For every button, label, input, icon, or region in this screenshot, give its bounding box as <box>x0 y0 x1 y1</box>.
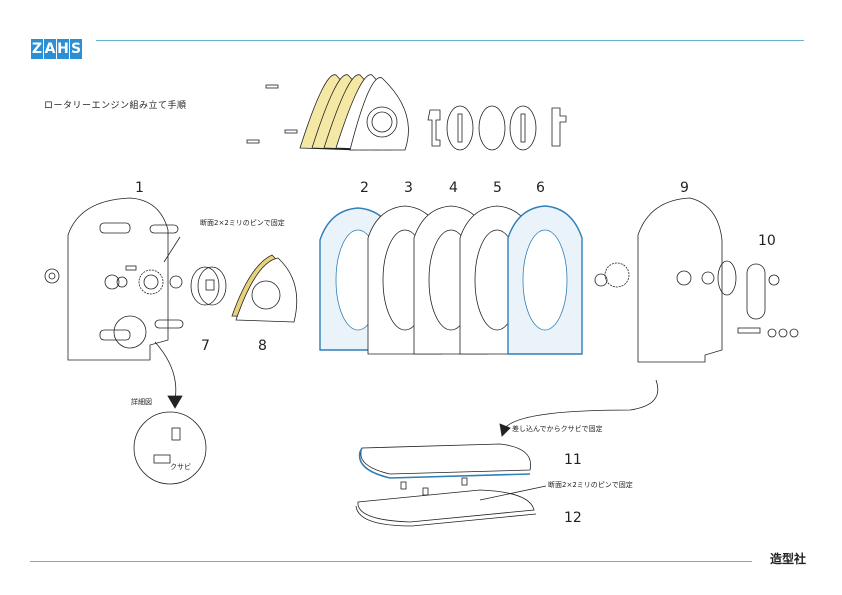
part-number: 4 <box>449 180 458 196</box>
detail-arrow <box>154 341 177 401</box>
logo-letter: H <box>57 39 69 59</box>
part-number: 11 <box>564 452 582 468</box>
pin-note-leader <box>163 236 181 263</box>
base-plate-11 <box>358 443 532 479</box>
part-number: 5 <box>493 180 502 196</box>
gear-part <box>138 269 164 295</box>
housing-plate-1 <box>44 197 184 361</box>
pin-note-leader <box>479 485 547 501</box>
wedge-label: クサビ <box>170 463 191 471</box>
plate-10 <box>717 260 799 338</box>
shaft-part <box>551 107 567 147</box>
disc-part <box>478 105 506 151</box>
rotor-8 <box>231 254 298 323</box>
pin-note-top: 断面2×2ミリのピンで固定 <box>200 219 285 227</box>
logo-letter: S <box>70 39 82 59</box>
disc-part <box>509 105 537 151</box>
detail-label: 詳細図 <box>131 398 152 406</box>
footer-rule <box>30 561 752 562</box>
part-number: 9 <box>680 180 689 196</box>
pin-part <box>265 84 279 89</box>
part-number: 1 <box>135 180 144 196</box>
part-number: 12 <box>564 510 582 526</box>
publisher-logo: 造型社 <box>770 552 807 566</box>
shaft-part <box>427 109 441 147</box>
base-plate-12 <box>355 477 537 527</box>
part-number: 6 <box>536 180 545 196</box>
header-rule <box>96 40 804 41</box>
part-number: 3 <box>404 180 413 196</box>
page-title: ロータリーエンジン組み立て手順 <box>44 101 187 111</box>
logo-letter: Z <box>31 39 43 59</box>
housing-6 <box>507 205 583 355</box>
part-number: 7 <box>201 338 210 354</box>
pin-note-bottom: 断面2×2ミリのピンで固定 <box>548 481 633 489</box>
housing-plate-9 <box>594 197 723 363</box>
base-arrow <box>504 379 659 429</box>
detail-circle <box>133 411 207 485</box>
pin-part <box>246 139 260 144</box>
disc-part <box>446 105 474 151</box>
logo-letter: A <box>44 39 56 59</box>
zahs-logo: Z A H S <box>31 39 83 61</box>
insert-note: 差し込んでからクサビで固定 <box>512 425 603 433</box>
part-number: 2 <box>360 180 369 196</box>
eccentric-shaft-7 <box>190 266 227 306</box>
rotor-stack-top <box>299 74 409 151</box>
pin-part <box>284 129 298 134</box>
part-number: 10 <box>758 233 776 249</box>
part-number: 8 <box>258 338 267 354</box>
